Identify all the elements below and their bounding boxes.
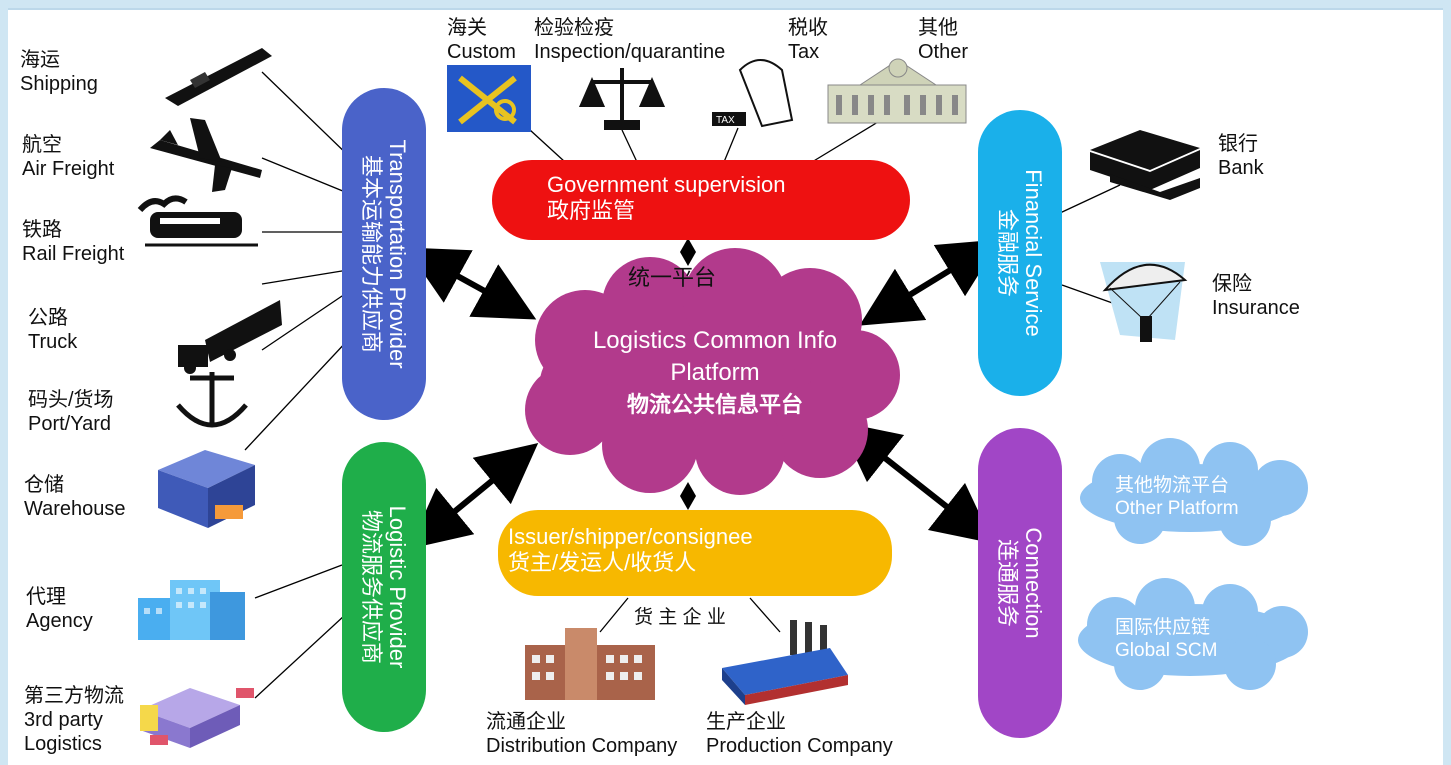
agency-buildings-icon [138,580,245,640]
connection-en: Connection [1021,527,1046,639]
government-connector-lines [529,121,879,163]
financial-connector-lines [1059,184,1121,306]
financial-service-pill: Financial Service 金融服务 [978,110,1062,396]
third-party-logistics-icon [140,688,254,748]
central-platform-en1: Logistics Common Info [592,327,838,354]
financial-service-cn: 金融服务 [995,208,1020,298]
warehouse-icon [158,450,255,528]
transportation-provider-cn: 基本运输能力供应商 [359,154,384,354]
customs-emblem-icon [447,65,531,132]
central-platform-text: Logistics Common Info Platform 物流公共信息平台 [540,325,890,421]
logistic-provider-cn: 物流服务供应商 [359,509,384,665]
distribution-building-icon [525,628,655,700]
government-supervision-pill: Government supervision 政府监管 [492,160,910,240]
issuer-pill-en: Issuer/shipper/consignee [508,524,753,549]
truck-icon [178,300,282,374]
logistic-provider-en: Logistic Provider [385,505,410,669]
svg-text:TAX: TAX [716,115,735,126]
ship-icon [165,48,272,106]
scales-icon [578,68,666,130]
transportation-provider-pill: Transportation Provider 基本运输能力供应商 [342,88,426,420]
government-building-icon [827,58,967,124]
central-platform-en2: Platform [670,359,760,386]
logistic-provider-pill: Logistic Provider 物流服务供应商 [342,442,426,732]
other-platform-cloud [1080,438,1308,546]
cargo-owner-label: 货 主 企 业 [634,607,726,628]
global-scm-cloud [1078,578,1308,690]
tax-hand-icon: TAX [712,59,794,128]
airplane-icon [150,118,262,192]
central-platform-cn: 物流公共信息平台 [626,392,803,417]
transportation-provider-en: Transportation Provider [385,139,410,369]
transport-connector-lines [244,71,356,451]
connection-cn: 连通服务 [995,538,1020,627]
government-supervision-en: Government supervision [547,172,786,197]
financial-service-en: Financial Service [1021,169,1046,337]
logistic-connector-lines [254,564,346,699]
unified-platform-label: 统一平台 [628,265,717,290]
issuer-connector-lines [599,597,781,633]
factory-icon [722,620,848,705]
double-arrows [405,239,1001,550]
issuer-shipper-consignee-pill: Issuer/shipper/consignee 货主/发运人/收货人 [498,510,892,596]
parachute-insurance-icon [1100,262,1188,342]
issuer-pill-cn: 货主/发运人/收货人 [508,550,697,575]
government-supervision-cn: 政府监管 [547,198,636,223]
anchor-icon [176,372,248,428]
central-cloud-shape [525,248,900,495]
connection-pill: Connection 连通服务 [978,428,1062,738]
bank-money-icon [1090,130,1200,200]
train-icon [137,195,258,247]
connector-diamonds [680,238,696,510]
